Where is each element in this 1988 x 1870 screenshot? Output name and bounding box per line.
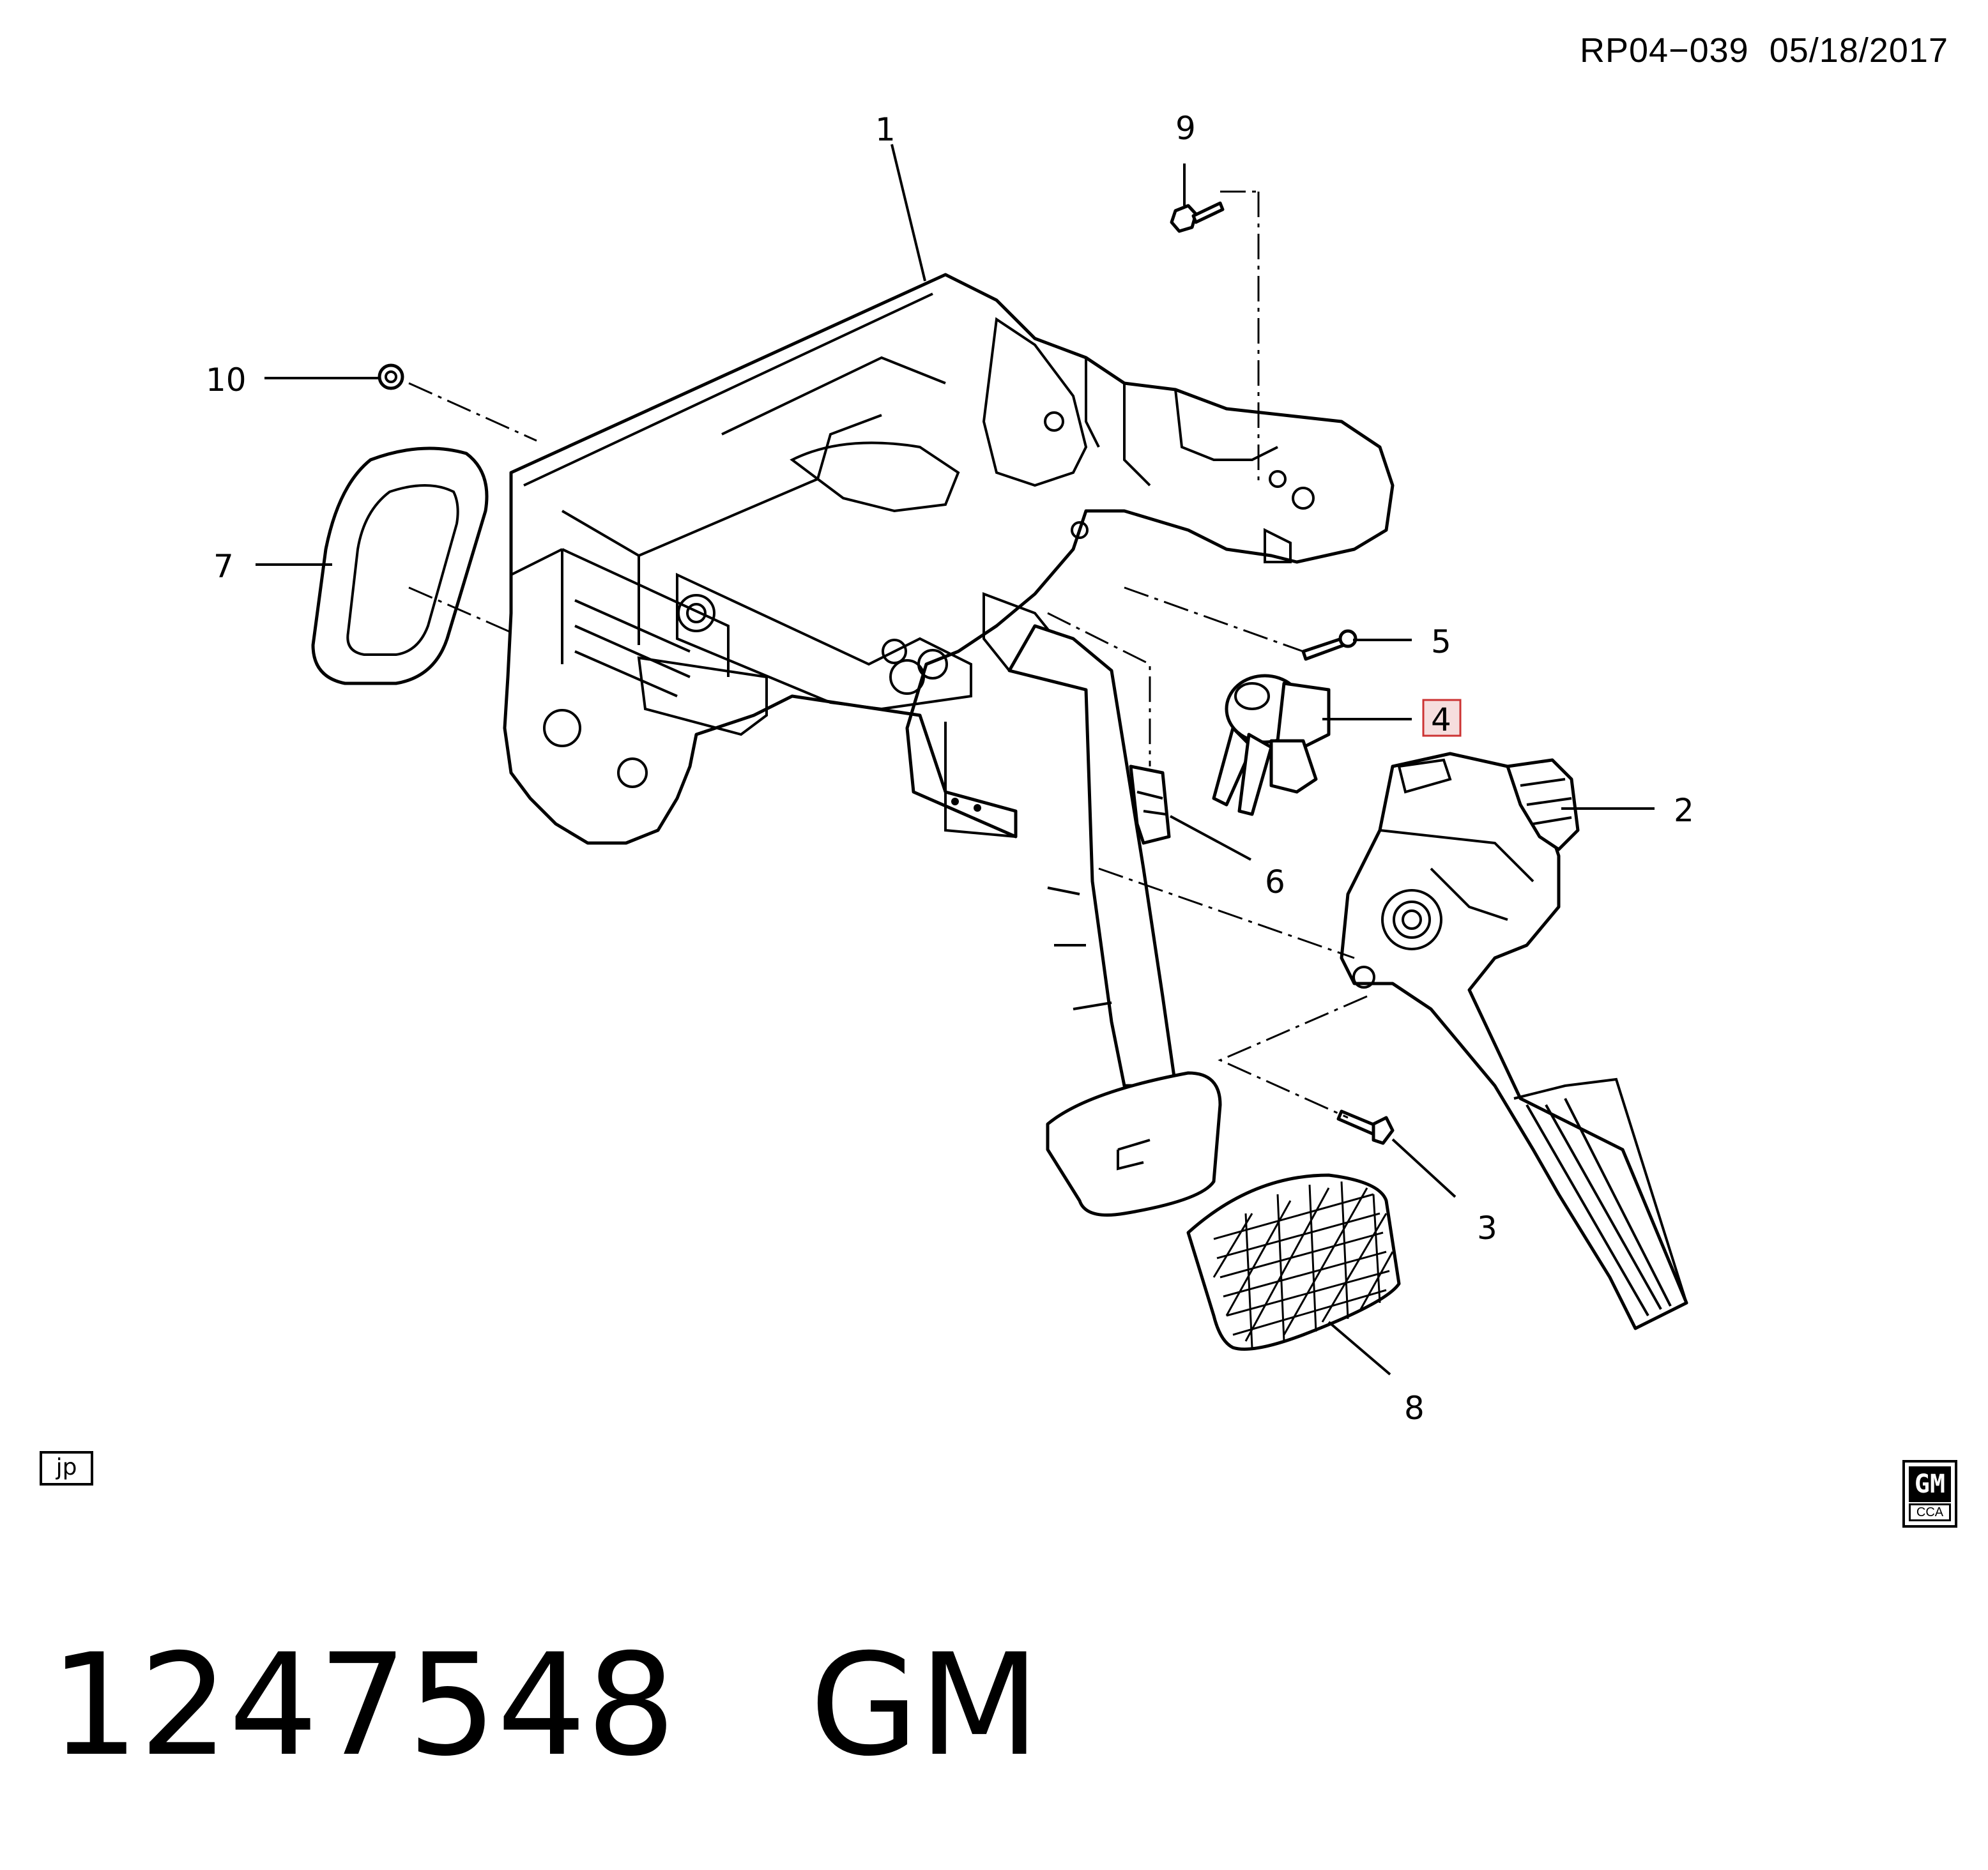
callout-4: 4 xyxy=(1431,701,1451,738)
pedal-arm-drawing xyxy=(1007,624,1222,1217)
region-badge: jp xyxy=(40,1451,93,1486)
callout-7: 7 xyxy=(213,548,234,585)
callout-5: 5 xyxy=(1431,623,1451,660)
callout-4-highlight xyxy=(1422,699,1462,737)
diagram-date: 05/18/2017 xyxy=(1769,31,1948,70)
callout-6: 6 xyxy=(1265,863,1285,901)
assembly-lines xyxy=(408,190,1368,1119)
nut-10-drawing xyxy=(378,363,404,390)
callout-2: 2 xyxy=(1674,792,1694,829)
seal-drawing xyxy=(311,446,489,685)
small-screw-drawing xyxy=(1301,629,1357,661)
callout-3: 3 xyxy=(1477,1210,1497,1247)
callout-8: 8 xyxy=(1404,1390,1425,1427)
gm-logo: GM CCA xyxy=(1902,1460,1957,1528)
callout-labels: 1 9 10 7 5 4 2 6 3 8 xyxy=(206,110,1694,1427)
gm-logo-top: GM xyxy=(1909,1466,1951,1502)
bolt-3-drawing xyxy=(1336,1109,1395,1145)
gm-logo-bottom: CCA xyxy=(1909,1503,1951,1521)
diagram-reference-header: RP04−039 05/18/2017 xyxy=(1580,31,1948,70)
brand-name: GM xyxy=(809,1623,1040,1787)
accelerator-pedal-drawing xyxy=(1340,752,1688,1330)
leader-lines xyxy=(256,144,1655,1376)
callout-1: 1 xyxy=(875,111,896,148)
diagram-ref: RP04−039 xyxy=(1580,31,1749,70)
callout-9: 9 xyxy=(1175,110,1196,147)
pedal-pad-drawing xyxy=(1186,1173,1401,1351)
switch-drawing xyxy=(1212,674,1331,816)
clip-drawing xyxy=(1129,764,1171,845)
part-number-footer: 1247548 GM xyxy=(50,1635,1040,1775)
bolt-9-drawing xyxy=(1170,201,1225,233)
callout-10: 10 xyxy=(206,361,247,399)
part-number: 1247548 xyxy=(50,1623,676,1787)
